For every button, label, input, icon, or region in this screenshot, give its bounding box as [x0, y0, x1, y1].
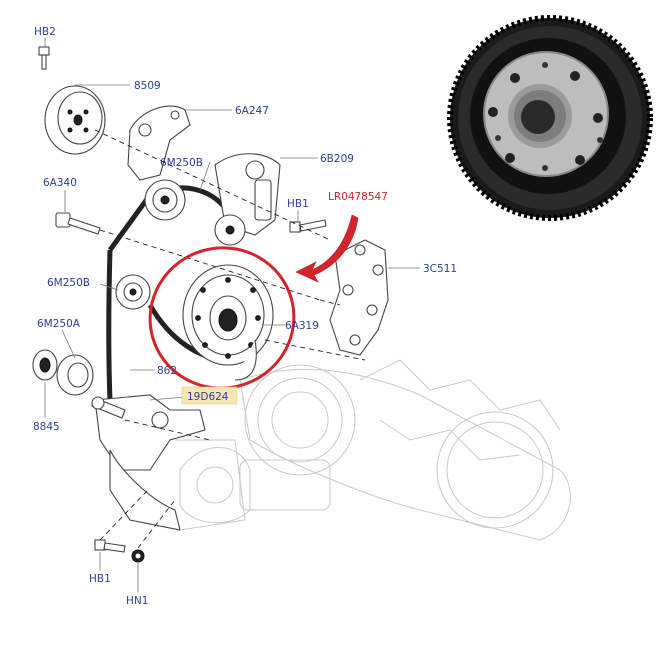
nut-hn1 [131, 549, 145, 563]
label-6m250a: 6M250A [37, 318, 81, 330]
label-hn1: HN1 [126, 595, 148, 607]
label-hb1-bottom: HB1 [89, 573, 111, 585]
label-6a319: 6A319 [285, 320, 319, 332]
pulley-8509 [44, 85, 106, 155]
idler-pulley-top [144, 179, 186, 221]
bracket-3c511 [329, 239, 389, 356]
label-6b209: 6B209 [320, 153, 354, 165]
label-3c511: 3C511 [423, 263, 457, 275]
label-hb1-top: HB1 [287, 198, 309, 210]
label-8845: 8845 [33, 421, 60, 433]
label-lr0478547: LR0478547 [328, 191, 388, 203]
arrow-pointer-icon [295, 214, 359, 283]
label-8509: 8509 [134, 80, 161, 92]
product-photo-pulley [447, 15, 653, 221]
idler-pulley-right [214, 214, 246, 246]
label-6m250b-top: 6M250B [160, 157, 203, 169]
label-6m250b-mid: 6M250B [47, 277, 90, 289]
leader-lines [44, 38, 420, 592]
idler-pulley-mid [115, 274, 151, 310]
bolt-6a340 [55, 212, 101, 235]
label-862: 862 [157, 365, 177, 377]
callout-box [181, 386, 238, 405]
bolt-hb1-bottom [94, 539, 126, 553]
label-hb2: HB2 [34, 26, 56, 38]
label-6a247: 6A247 [235, 105, 269, 117]
engine-background [179, 359, 571, 541]
bolt-hb2 [38, 46, 50, 70]
label-6a340: 6A340 [43, 177, 77, 189]
labels: HB2 8509 6A247 6M250B 6B209 6A340 LR0478… [33, 26, 457, 607]
crank-pulley-6a319 [182, 264, 274, 381]
bolt-8845 [91, 396, 126, 419]
bracket-6a247 [127, 105, 191, 181]
bolt-hb1-top [289, 219, 327, 233]
assembly-dashed-lines [94, 129, 366, 549]
idler-6m250a [32, 349, 94, 396]
red-highlight [148, 214, 359, 390]
label-19d624: 19D624 [187, 391, 229, 403]
